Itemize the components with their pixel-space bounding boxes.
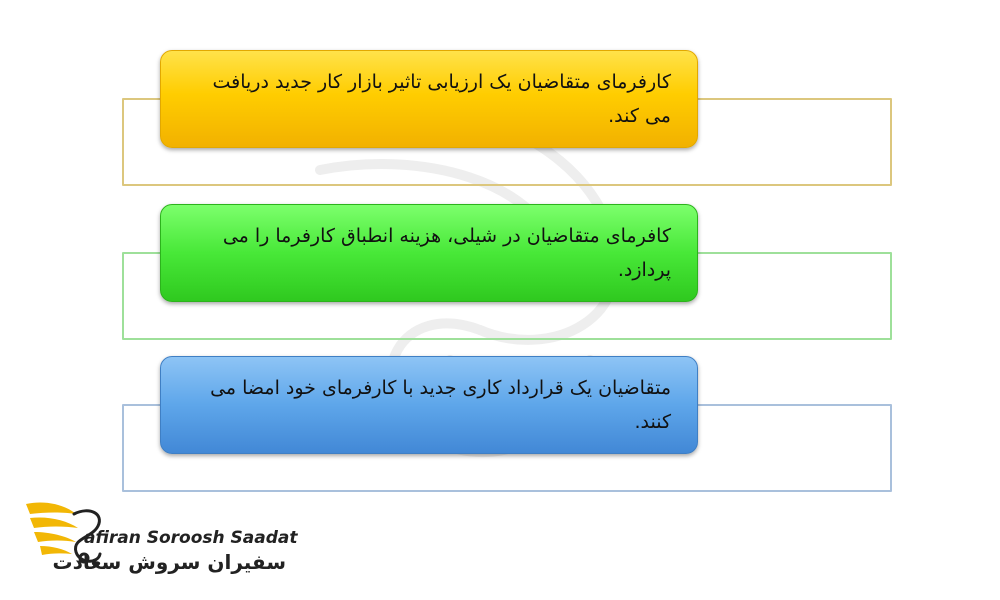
step-box-2: کافرمای متقاضیان در شیلی، هزینه انطباق ک… [160,204,698,302]
brand-logo-icon [26,502,102,564]
brand-name-fa: سفیران سروش سعادت [52,550,287,574]
brand-name-en: afiran Soroosh Saadat [84,528,298,548]
step-box-3: متقاضیان یک قرارداد کاری جدید با کارفرما… [160,356,698,454]
step-box-1: کارفرمای متقاضیان یک ارزیابی تاثیر بازار… [160,50,698,148]
